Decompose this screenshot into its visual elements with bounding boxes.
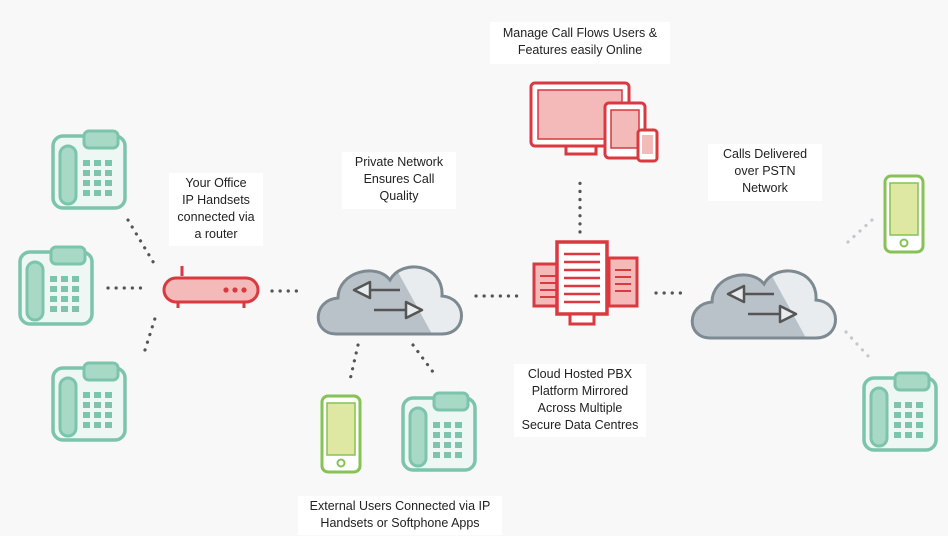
management-devices-icon <box>529 81 659 163</box>
label-office: Your Office IP Handsets connected via a … <box>169 173 263 246</box>
label-pbx-line-1: Cloud Hosted PBX <box>527 367 633 381</box>
label-private-network: Private Network Ensures Call Quality <box>342 152 456 209</box>
pbx-server-icon <box>532 240 639 326</box>
connector-pstn-mobile <box>846 218 874 244</box>
label-office-line-1: Your Office <box>185 176 247 190</box>
pstn-mobile-icon <box>883 174 925 254</box>
label-pstn-line-1: Calls Delivered <box>722 147 808 161</box>
label-pbx-line-3: Across Multiple <box>537 401 623 415</box>
pstn-cloud-icon <box>682 258 836 358</box>
label-office-line-2: IP Handsets <box>182 193 250 207</box>
connector-pstn-deskphone <box>844 330 870 358</box>
label-manage-line-1: Manage Call Flows Users & <box>502 26 658 40</box>
label-pbx-line-2: Platform Mirrored <box>531 384 629 398</box>
label-manage-line-2: Features easily Online <box>517 43 643 57</box>
label-pstn-line-2: over PSTN <box>734 164 796 178</box>
label-pstn: Calls Delivered over PSTN Network <box>708 144 822 201</box>
label-pbx-line-4: Secure Data Centres <box>521 418 639 432</box>
label-manage-online: Manage Call Flows Users & Features easil… <box>490 22 670 64</box>
label-private-network-line-1: Private Network <box>354 155 444 169</box>
label-private-network-line-3: Quality <box>379 189 419 203</box>
office-deskphone-icon-top <box>51 129 127 210</box>
external-deskphone-icon <box>401 391 477 472</box>
pstn-deskphone-icon <box>862 371 938 452</box>
label-cloud-pbx: Cloud Hosted PBX Platform Mirrored Acros… <box>514 364 646 437</box>
router-icon <box>162 266 260 308</box>
connector-top-phone-router <box>126 218 157 267</box>
office-deskphone-icon-middle <box>18 245 94 326</box>
office-deskphone-icon-bottom <box>51 361 127 442</box>
label-office-line-4: a router <box>194 227 238 241</box>
label-office-line-3: connected via <box>177 210 255 224</box>
label-external-line-1: External Users Connected via IP <box>309 499 491 513</box>
external-mobile-icon <box>320 394 362 474</box>
pstn-connectors <box>844 218 874 358</box>
private-network-cloud-icon <box>308 254 462 354</box>
connector-cloud-deskphone <box>411 343 435 374</box>
connector-cloud-mobile <box>348 343 360 382</box>
label-pstn-line-3: Network <box>742 181 788 195</box>
label-private-network-line-2: Ensures Call <box>363 172 435 186</box>
connector-bottom-phone-router <box>143 310 159 352</box>
label-external-line-2: Handsets or Softphone Apps <box>320 516 480 530</box>
label-external-users: External Users Connected via IP Handsets… <box>298 496 502 535</box>
connector-lines <box>106 181 684 382</box>
